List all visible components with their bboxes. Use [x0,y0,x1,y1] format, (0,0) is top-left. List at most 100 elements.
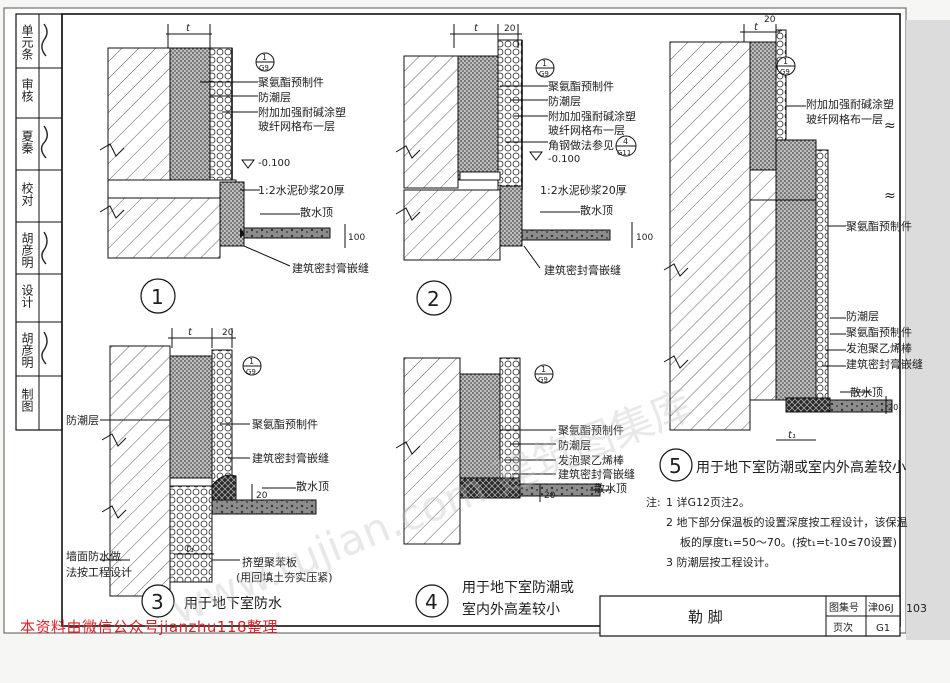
detail-4: 1 G9 聚氨酯预制件 防潮层 发泡聚乙烯棒 建筑密封膏嵌缝 散水顶 20 4 … [395,357,635,618]
d1-apron: 散水顶 [300,205,333,219]
notes-heading: 注: [646,495,661,509]
d1-level: -0.100 [258,158,290,169]
d4-note-2: 发泡聚乙烯棒 [558,453,624,467]
notes-item-1: 2 地下部分保温板的设置深度按工程设计，该保温 [666,515,908,529]
dim-t: t [754,22,759,33]
sign-mark: ≈ [884,188,896,204]
d3-number: 3 [151,590,164,614]
d3-board-note-0: 挤塑聚苯板 [242,555,297,569]
d5-note-bottom-0: 防潮层 [846,309,879,323]
dim-20: 20 [544,491,556,501]
signature-mark [41,331,48,365]
detail-3: t 20 1 G9 防潮层 聚氨酯预制件 建筑密封膏嵌缝 散水顶 20 t₁ 墙… [66,327,333,618]
notes-item-3: 3 防潮层按工程设计。 [666,555,776,569]
ref-top: 1 [541,365,546,374]
dim-t: t [188,327,193,338]
ref-bottom: G9 [538,376,548,384]
ref-top: 1 [783,57,788,66]
d3-caption: 用于地下室防水 [184,595,282,612]
d2-note-0: 聚氨酯预制件 [548,80,614,93]
dim-20: 20 [764,15,776,25]
detail-1: t 1 G9 聚氨酯预制件 防潮层 附加加强耐碱涂塑 玻纤网格布一层 -0.10… [99,23,369,314]
d4-note-4: 散水顶 [594,481,627,495]
d1-note-0: 聚氨酯预制件 [258,76,324,89]
detail-number-circle [416,280,452,316]
ref2-top: 4 [623,137,628,146]
d2-apron: 散水顶 [580,203,613,217]
side-cell-6: 胡彦明 [20,332,34,369]
dim-20: 20 [222,328,234,338]
signature-mark [41,23,48,57]
d3-board-note-1: (用回填土夯实压紧) [236,570,333,584]
dim-t: t [474,23,479,34]
dim-20: 20 [504,24,516,34]
ref-top: 1 [542,59,547,68]
d5-note-mid: 聚氨酯预制件 [846,220,912,233]
notes-item-0: 1 详G12页注2。 [666,495,750,509]
d2-note-1: 防潮层 [548,94,581,108]
detail-number-circle [141,584,175,618]
side-cell-3: 校对 [20,181,34,206]
d4-caption-1: 室内外高差较小 [462,601,560,618]
sign-mark: ≈ [884,118,896,134]
source-stamp: 本资料由微信公众号jianzhu118整理 [20,618,279,636]
d2-note-4: 角钢做法参见 [548,138,614,152]
dim-20: 20 [888,403,898,412]
d1-note-3: 玻纤网格布一层 [258,119,335,133]
ref-bottom: G9 [539,70,549,78]
d1-seal: 建筑密封膏嵌缝 [292,261,369,275]
d2-mortar: 1:2水泥砂浆20厚 [540,183,627,197]
d4-note-1: 防潮层 [558,438,591,452]
detail-number-circle [659,448,693,482]
notes-item-2: 板的厚度t₁=50～70。(按t₁=t-10≤70设置) [680,535,897,549]
dim-t: t [186,23,191,34]
dim-100: 100 [348,233,365,243]
d3-note-1: 建筑密封膏嵌缝 [252,451,329,465]
level-marker [529,151,543,161]
title-text: 勒 脚 [688,608,723,626]
title-block: 勒 脚 图集号 津06J 页次 G1 103 [599,595,927,637]
d2-level: -0.100 [548,154,580,165]
level-marker [241,159,255,169]
d1-note-1: 防潮层 [258,90,291,104]
ref-top: 1 [249,357,254,366]
sheet-number: 103 [906,602,927,615]
dim-t1: t₁ [788,430,796,441]
d1-mortar: 1:2水泥砂浆20厚 [258,183,345,197]
dim-t1: t₁ [186,544,194,555]
general-notes: 注: 1 详G12页注2。 2 地下部分保温板的设置深度按工程设计，该保温 板的… [646,495,908,569]
d3-wall-note-1: 法按工程设计 [66,565,132,579]
d2-note-3: 玻纤网格布一层 [548,123,625,137]
d5-apron: 散水顶 [850,385,883,399]
d2-number: 2 [427,287,440,311]
signature-mark [40,125,48,159]
d5-note-bottom-2: 发泡聚乙烯棒 [846,341,912,355]
ref2-bottom: G11 [617,149,631,157]
d5-note-top-0: 附加加强耐碱涂塑 [806,97,894,111]
page-value: G1 [876,623,890,634]
d4-note-3: 建筑密封膏嵌缝 [558,467,635,481]
side-cell-0: 单元条 [20,24,34,60]
ref-bottom: G9 [780,68,790,76]
d5-number: 5 [669,454,682,478]
d4-caption-0: 用于地下室防潮或 [462,579,574,596]
detail-2: t 20 1 G9 聚氨酯预制件 防潮层 附加加强耐碱涂塑 玻纤网格布一层 角钢… [395,23,653,316]
d3-left-note: 防潮层 [66,413,99,427]
d5-note-top-1: 玻纤网格布一层 [806,112,883,126]
signature-side-block: 单元条 审核 夏秦 校对 胡彦明 设计 胡彦明 制图 [15,13,63,431]
ref-top: 1 [262,53,267,62]
d3-wall-note-0: 墙面防水做 [66,549,121,563]
side-cell-1: 审核 [20,77,34,102]
side-cell-4: 胡彦明 [20,232,34,269]
atlas-label: 图集号 [829,601,859,614]
d5-caption: 用于地下室防潮或室内外高差较小 [696,459,906,476]
d3-note-0: 聚氨酯预制件 [252,418,318,431]
d1-number: 1 [151,285,164,309]
atlas-value: 津06J [868,602,894,614]
d5-note-bottom-1: 聚氨酯预制件 [846,326,912,339]
d4-note-0: 聚氨酯预制件 [558,424,624,437]
detail-number-circle [415,584,449,618]
d4-number: 4 [425,590,438,614]
d5-note-bottom-3: 建筑密封膏嵌缝 [846,357,923,371]
